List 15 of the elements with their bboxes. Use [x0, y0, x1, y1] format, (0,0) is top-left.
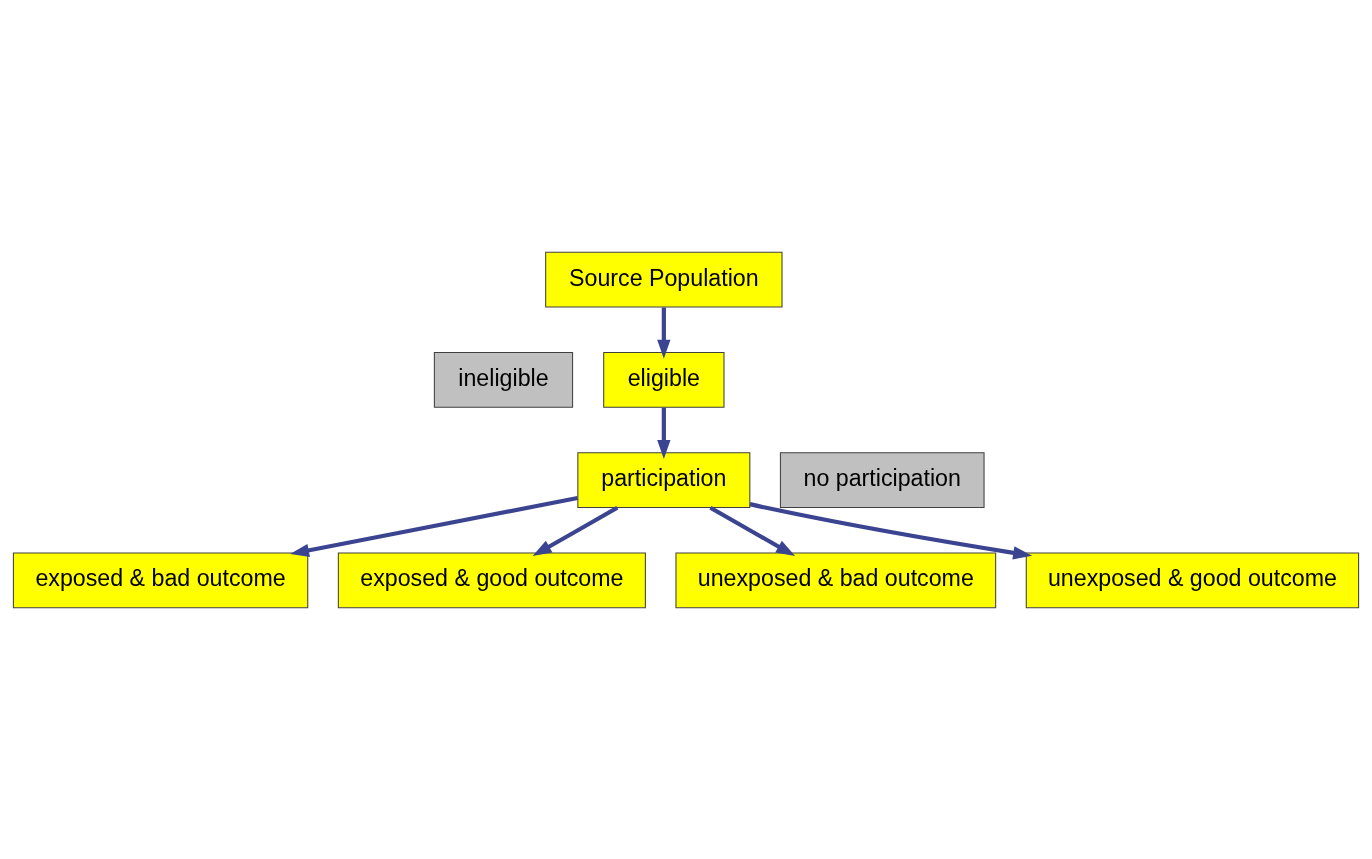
node-box: participation — [577, 451, 751, 508]
node-box: Source Population — [545, 251, 783, 308]
node-box: no participation — [779, 451, 985, 508]
arrow — [532, 505, 619, 556]
arrow — [709, 505, 796, 556]
arrow — [290, 495, 578, 557]
node-box: exposed & bad outcome — [12, 551, 309, 608]
node-box: unexposed & good outcome — [1025, 551, 1360, 608]
arrow — [657, 307, 671, 359]
node-box: ineligible — [433, 351, 574, 408]
node-box: unexposed & bad outcome — [675, 551, 997, 608]
node-box: eligible — [603, 351, 725, 408]
arrow — [657, 407, 671, 459]
node-box: exposed & good outcome — [337, 551, 646, 608]
arrow — [749, 501, 1033, 559]
